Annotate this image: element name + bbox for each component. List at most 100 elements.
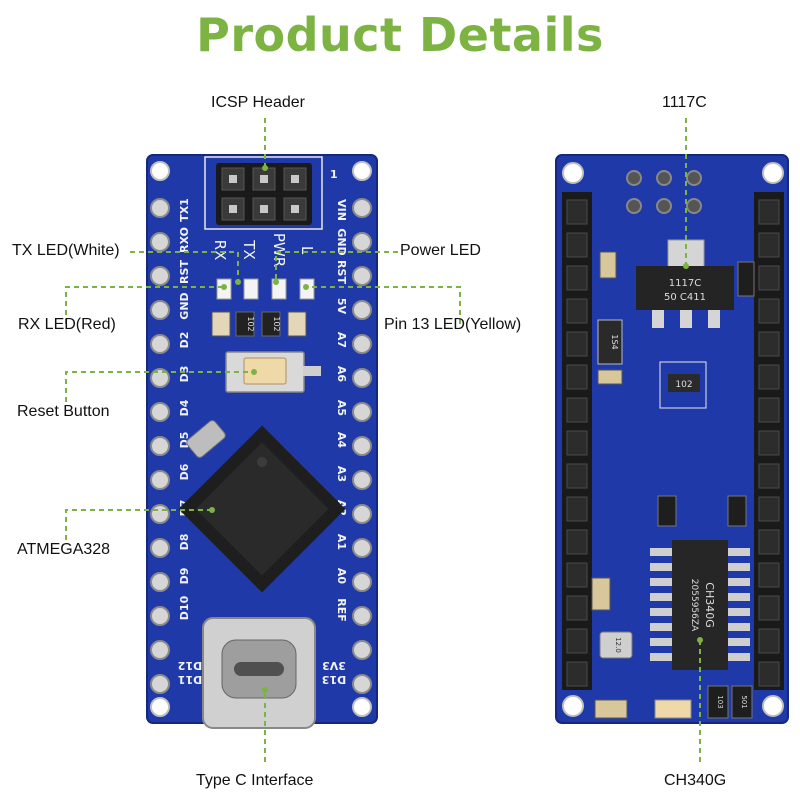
header-pin	[758, 496, 780, 522]
front-crystal	[186, 420, 226, 458]
header-pin	[566, 463, 588, 489]
chip-leg	[650, 563, 672, 571]
chip-leg	[650, 593, 672, 601]
leader-power-led	[275, 251, 398, 282]
callout-dots	[209, 165, 703, 693]
pin-pad	[352, 538, 372, 558]
pin-label-right: A4	[335, 432, 348, 449]
pin-pad	[352, 504, 372, 524]
header-pin	[566, 298, 588, 324]
back-crystal: 12.0	[599, 631, 633, 659]
header-pin	[566, 529, 588, 555]
atmega328-chip	[178, 425, 346, 593]
pin-label-left: TX1	[178, 198, 191, 222]
pin-pad	[352, 606, 372, 626]
callout-icsp-header: ICSP Header	[211, 94, 305, 111]
callout-pin13-led: Pin 13 LED(Yellow)	[384, 316, 522, 333]
pin-pad	[352, 334, 372, 354]
header-pin	[566, 397, 588, 423]
callout-type-c: Type C Interface	[196, 772, 314, 789]
pin-label-left: D9	[178, 568, 191, 585]
pin-pad	[352, 300, 372, 320]
pin-pad	[150, 368, 170, 388]
led-label-l: L	[298, 246, 316, 255]
pin-pad	[150, 402, 170, 422]
chip-leg	[650, 548, 672, 556]
callout-power-led: Power LED	[400, 242, 481, 259]
led-labels: RX TX PWR L	[211, 233, 316, 267]
back-diode: 1S4	[597, 319, 623, 365]
small-smd-2: 501	[740, 695, 748, 708]
type-c-connector	[202, 617, 316, 729]
pin-label-right: A7	[335, 332, 348, 348]
pin-pad	[150, 504, 170, 524]
chip-leg	[728, 548, 750, 556]
bottom-right-label-2: D13	[322, 673, 346, 686]
pin-label-left: RXO	[178, 227, 191, 253]
chip-leg	[650, 608, 672, 616]
reset-button-part	[225, 351, 321, 393]
led-label-tx: TX	[240, 239, 258, 259]
front-resistors: 102 102	[211, 311, 307, 337]
chip-leg	[650, 653, 672, 661]
chip-leg	[728, 578, 750, 586]
header-pin	[566, 562, 588, 588]
pin-label-left: D4	[178, 399, 191, 416]
chip-leg	[728, 623, 750, 631]
back-smd-cap-2	[737, 261, 755, 297]
back-smd-cap	[599, 251, 617, 279]
pin-label-left: D10	[178, 595, 191, 620]
back-smd-cap-4	[657, 495, 677, 527]
pin-label-left: D6	[178, 463, 191, 480]
leader-tx-led	[130, 251, 239, 282]
back-board: 1117C 50 C411 1S4 102 CH340G 2055956ZA	[555, 154, 789, 724]
back-smd-cap-5	[727, 495, 747, 527]
pin-pad	[352, 674, 372, 694]
pin-label-left: D8	[178, 534, 191, 551]
header-pin	[758, 463, 780, 489]
bottom-left-label: D12	[178, 659, 202, 672]
chip-leg	[650, 623, 672, 631]
pin-label-left: D2	[178, 332, 191, 349]
front-bottom-labels: D12 D11 3V3 D13	[178, 659, 346, 686]
header-pin	[758, 661, 780, 687]
leader-atmega	[65, 509, 212, 540]
pin-pad	[150, 674, 170, 694]
callout-rx-led: RX LED(Red)	[18, 316, 116, 333]
pin-label-right: GND	[335, 228, 348, 255]
callout-tx-led: TX LED(White)	[12, 242, 120, 259]
pin-pad	[150, 572, 170, 592]
header-pin	[566, 661, 588, 687]
header-pin	[566, 199, 588, 225]
pin-pad	[352, 402, 372, 422]
led-label-rx: RX	[211, 240, 229, 261]
chip-leg	[728, 608, 750, 616]
header-pin	[758, 265, 780, 291]
resistor-code: 102	[246, 316, 255, 331]
pin-pad	[150, 640, 170, 660]
pin-label-right: A5	[335, 400, 348, 416]
pin-pad	[150, 232, 170, 252]
chip-leg	[728, 593, 750, 601]
chip-leg	[728, 653, 750, 661]
back-bottom-smd: 103 501	[594, 685, 753, 719]
pin-pad	[352, 232, 372, 252]
chip-leg	[650, 638, 672, 646]
chip-leg	[728, 638, 750, 646]
pin-pad	[352, 470, 372, 490]
leader-reset	[65, 371, 254, 402]
icsp-pin-number: 1	[330, 168, 338, 181]
pin-pad	[150, 538, 170, 558]
pin-pad	[352, 266, 372, 286]
pin-label-right: A0	[335, 568, 348, 585]
resistor-code: 102	[272, 316, 281, 331]
pin-pad	[150, 300, 170, 320]
chip-marking-1: CH340G	[703, 582, 716, 627]
pin-label-right: RST	[335, 260, 348, 284]
pin-label-left: D3	[178, 366, 191, 383]
header-pin	[566, 331, 588, 357]
pin-label-right: 5V	[335, 298, 348, 315]
front-board: TX1 RXO RST GND D2 D3 D4 D5 D6 D7 D8 D9 …	[146, 154, 378, 729]
pin-pad	[150, 470, 170, 490]
pin-pad	[150, 266, 170, 286]
